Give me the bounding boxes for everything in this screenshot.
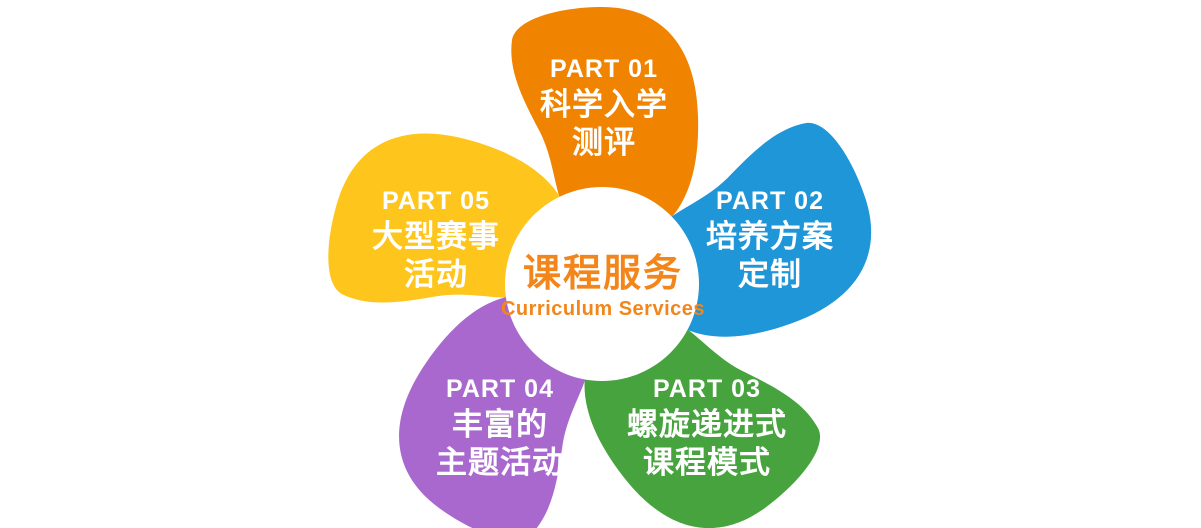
center-circle — [505, 187, 699, 381]
